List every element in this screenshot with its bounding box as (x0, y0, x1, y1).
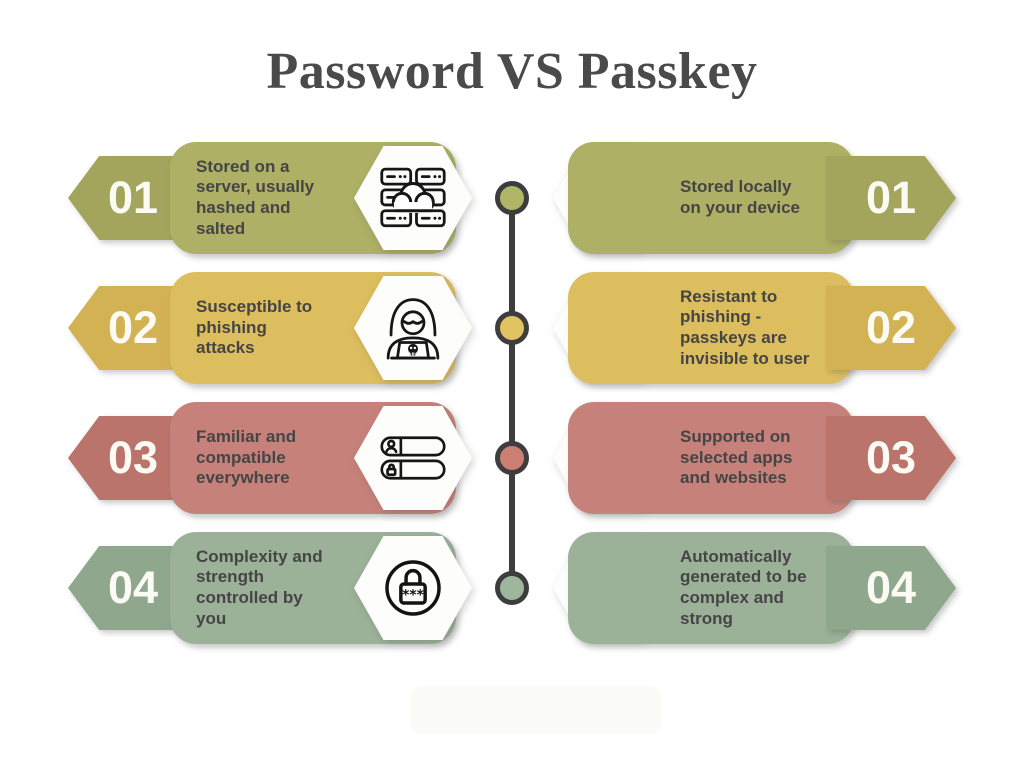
number-label: 02 (865, 302, 917, 353)
row-04: 04 Complexity and strength controlled by… (0, 532, 1024, 644)
cloud-servers-icon (380, 167, 446, 228)
number-label: 03 (107, 432, 159, 483)
number-label: 04 (107, 562, 159, 613)
number-label: 01 (865, 172, 917, 223)
svg-text:***: *** (402, 588, 424, 604)
icon-hexagon (354, 406, 472, 510)
row-02-right-number-badge: 02 (826, 286, 956, 370)
number-label: 02 (107, 302, 159, 353)
row-02-left-text: Susceptible to phishing attacks (196, 296, 313, 358)
row-02-right-card (568, 272, 854, 384)
row-04-right-card (568, 532, 854, 644)
row-04-left-text: Complexity and strength controlled by yo… (196, 546, 323, 628)
watermark-shape (410, 686, 662, 734)
row-03-right-number-badge: 03 (826, 416, 956, 500)
timeline-dot (495, 311, 529, 345)
row-01-right-number-badge: 01 (826, 156, 956, 240)
timeline-line (509, 198, 515, 588)
number-label: 04 (865, 562, 917, 613)
number-label: 01 (107, 172, 159, 223)
row-03-left-text: Familiar and compatible everywhere (196, 426, 297, 488)
timeline-dot (495, 181, 529, 215)
number-label: 03 (865, 432, 917, 483)
row-01-right-card (568, 142, 854, 254)
row-03-right-card (568, 402, 854, 514)
padlock-icon: *** (385, 560, 441, 616)
login-fields-icon (380, 436, 446, 480)
row-01-left-text: Stored on a server, usually hashed and s… (196, 156, 315, 238)
row-02: 02 Susceptible to phishing attacks (0, 272, 1024, 384)
row-02-right-text: Resistant to phishing - passkeys are inv… (680, 286, 810, 368)
icon-hexagon (354, 276, 472, 380)
icon-hexagon (354, 146, 472, 250)
hacker-icon (386, 298, 440, 360)
row-01: 01 Stored on a server, usually hashed an… (0, 142, 1024, 254)
row-01-right-text: Stored locally on your device (680, 177, 800, 217)
row-04-right-text: Automatically generated to be complex an… (680, 546, 807, 628)
row-04-right-number-badge: 04 (826, 546, 956, 630)
page-title: Password VS Passkey (266, 43, 758, 100)
row-03: 03 Familiar and compatible everywhere (0, 402, 1024, 514)
timeline-dot (495, 441, 529, 475)
icon-hexagon: *** (354, 536, 472, 640)
timeline-dot (495, 571, 529, 605)
row-03-right-text: Supported on selected apps and websites (680, 426, 793, 488)
